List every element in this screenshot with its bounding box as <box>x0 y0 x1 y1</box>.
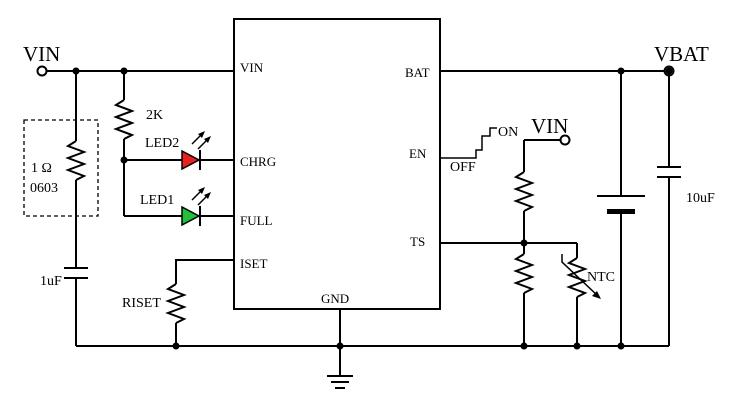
ts-pulldown-resistor <box>513 253 535 294</box>
junction-node <box>520 239 528 247</box>
switch-off-label: OFF <box>450 160 476 175</box>
led1-emission-arrows-icon <box>191 187 211 206</box>
cap-in-label: 1uF <box>40 274 62 289</box>
ic-pin-bat: BAT <box>405 65 430 80</box>
r-led-resistor <box>113 99 135 140</box>
ts-pullup-resistor <box>513 171 535 212</box>
ground-symbol-icon <box>327 375 353 389</box>
ic-pin-en: EN <box>409 146 427 161</box>
r-series-package-label: 0603 <box>30 181 58 196</box>
led2-emission-arrows-icon <box>191 131 211 150</box>
wire <box>175 259 234 284</box>
cap-out-label: 10uF <box>686 191 715 206</box>
led1-diode <box>181 205 201 227</box>
ic-pin-gnd: GND <box>321 291 349 306</box>
ic-pin-ts: TS <box>410 234 425 249</box>
ic-pin-vin: VIN <box>240 60 264 75</box>
riset-resistor <box>165 283 187 324</box>
led2-diode <box>181 149 201 171</box>
vin-right-label: VIN <box>531 114 568 138</box>
junction-node <box>172 342 180 350</box>
charger-ic <box>233 18 441 310</box>
ntc-thermistor <box>566 257 588 298</box>
ic-pin-full: FULL <box>240 213 273 228</box>
ntc-label: NTC <box>587 270 615 285</box>
led1-label: LED1 <box>140 193 174 208</box>
riset-label: RISET <box>122 296 161 311</box>
r-led-label: 2K <box>146 108 163 123</box>
r-series-value-label: 1 Ω <box>31 161 52 176</box>
switch-on-label: ON <box>498 125 518 140</box>
vin-left-terminal <box>36 65 48 77</box>
r-series-resistor <box>65 140 87 181</box>
battery-plate-short <box>607 209 635 214</box>
ic-pin-chrg: CHRG <box>240 154 276 169</box>
led2-label: LED2 <box>145 136 179 151</box>
vbat-label: VBAT <box>654 42 709 66</box>
vin-right-terminal <box>559 134 571 146</box>
vin-left-label: VIN <box>23 42 60 66</box>
r-series-dashed-box <box>23 119 99 217</box>
ic-pin-iset: ISET <box>240 256 268 271</box>
en-switch-step <box>440 127 497 159</box>
ntc-arrow-icon <box>561 254 601 299</box>
